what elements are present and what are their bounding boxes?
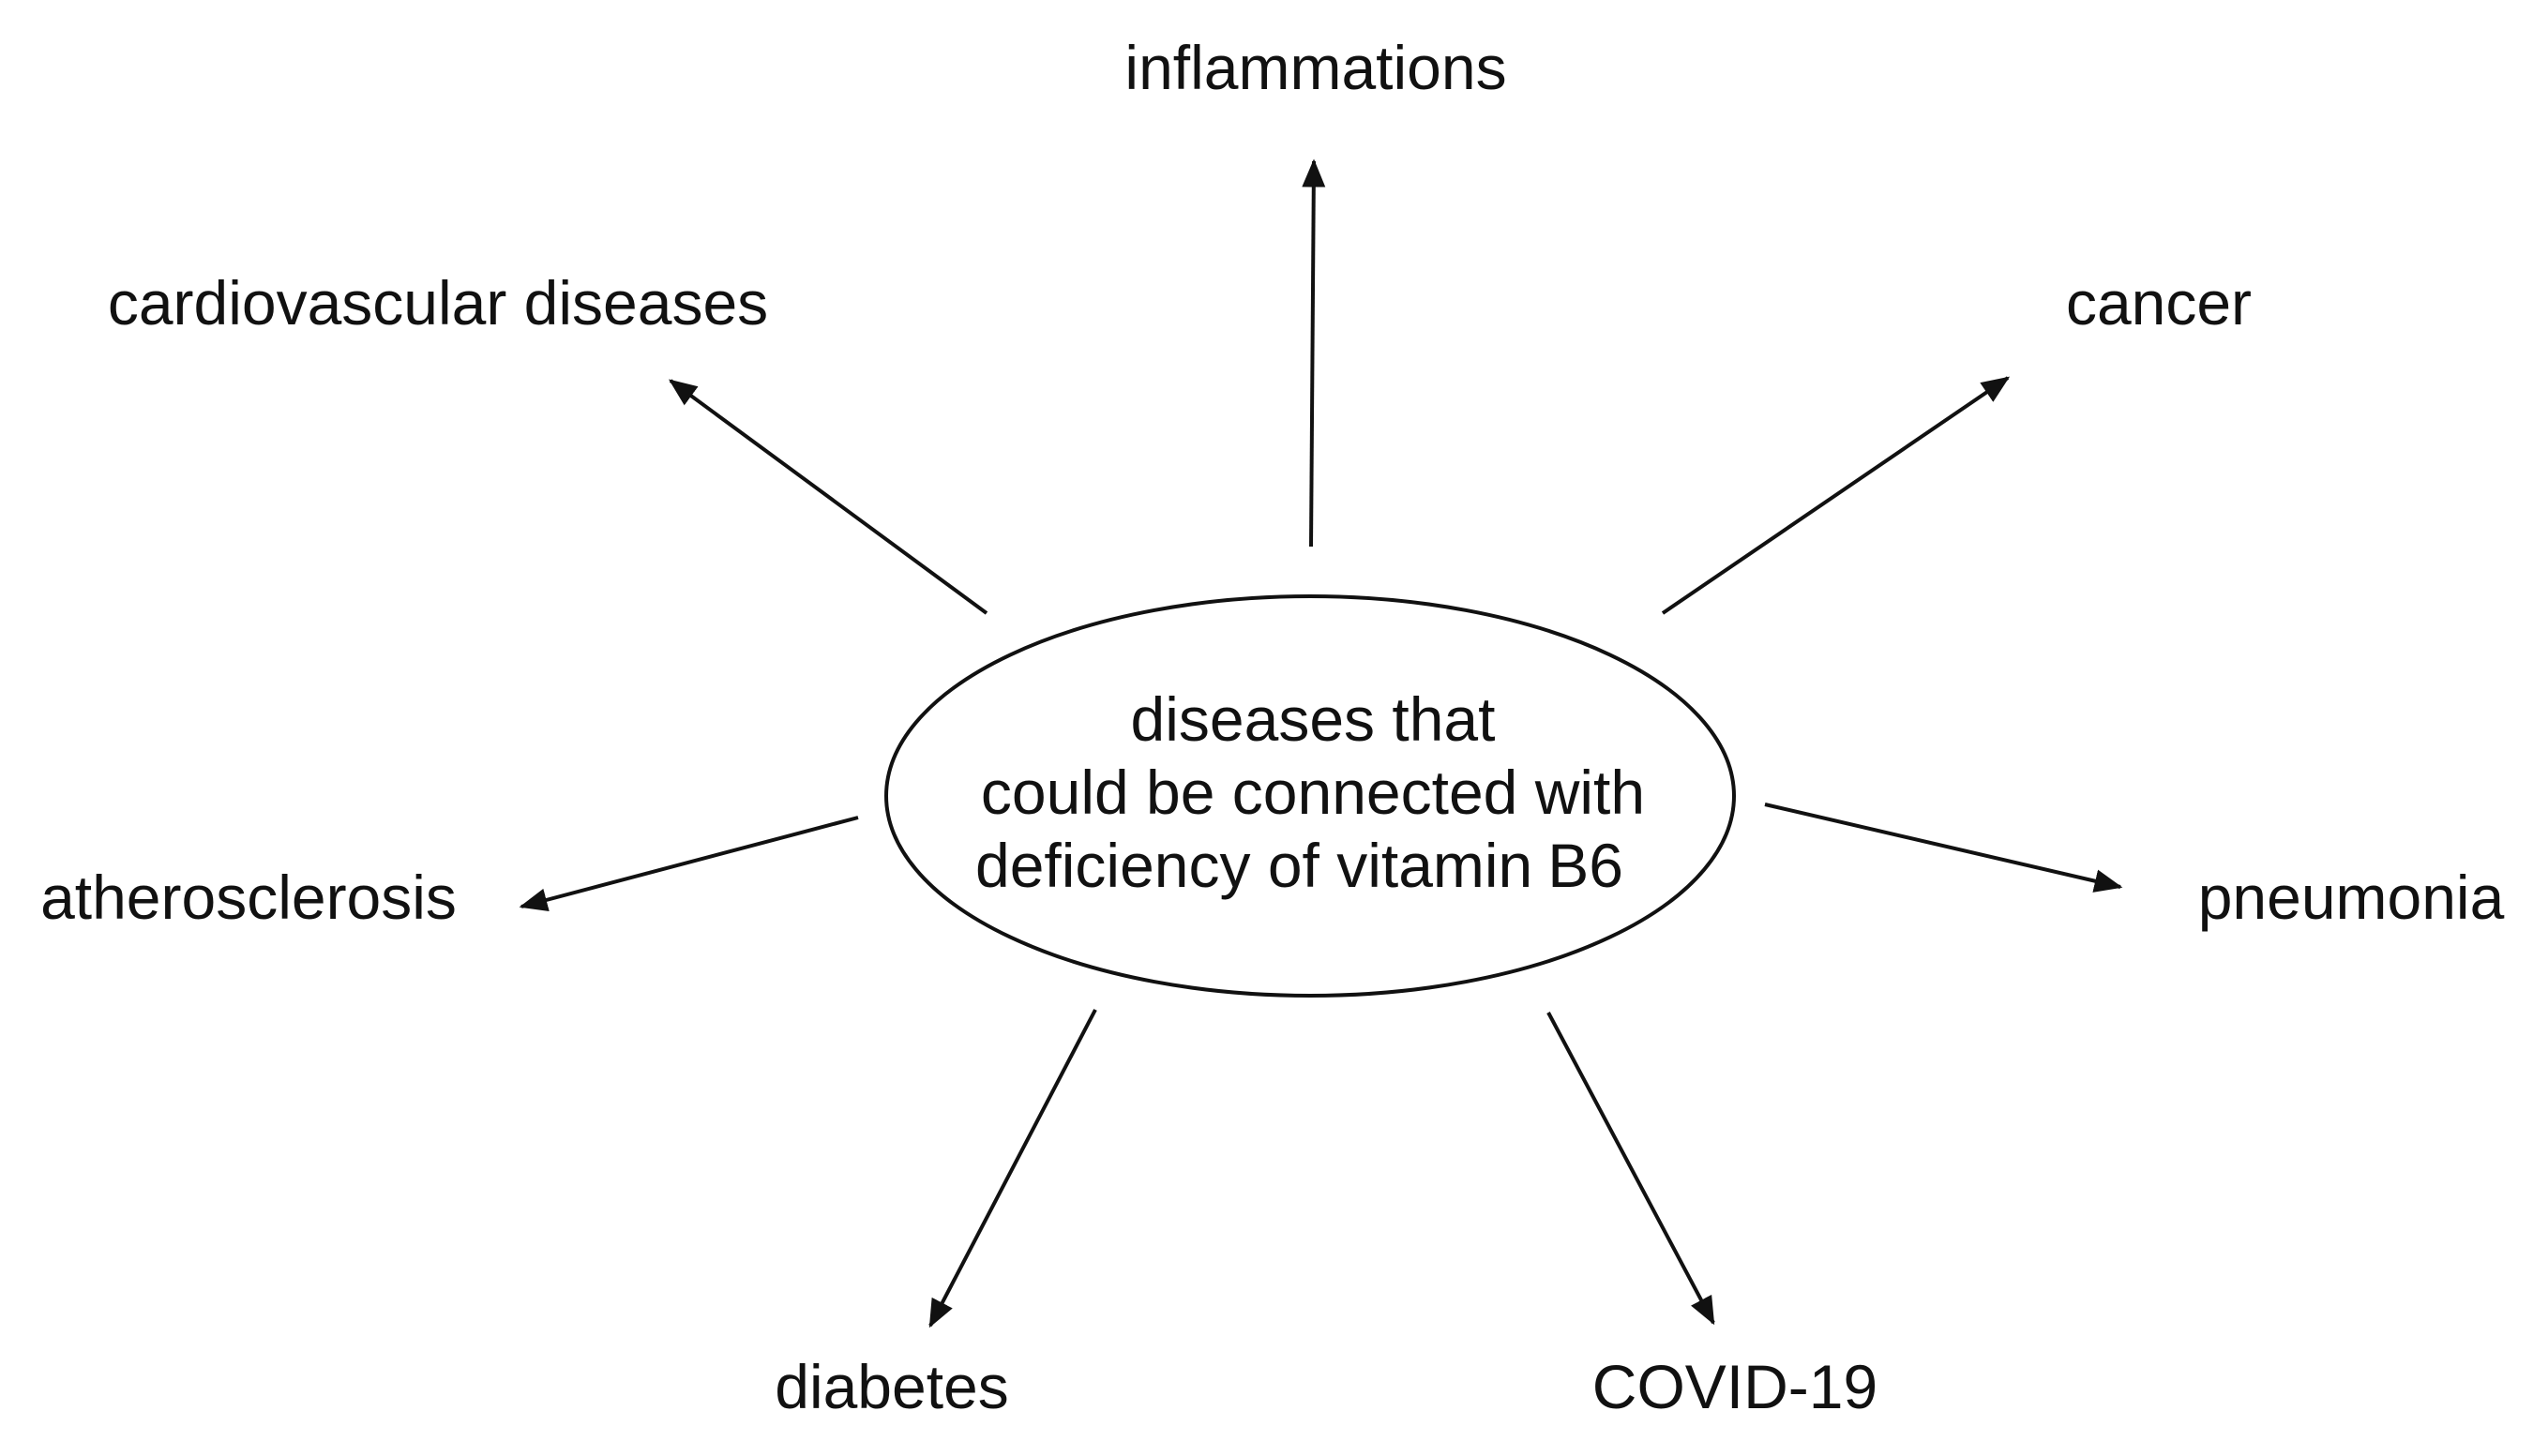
arrow-to-inflammations [1302,158,1326,548]
label-pneumonia: pneumonia [2198,863,2505,932]
label-covid-19: COVID-19 [1592,1352,1877,1421]
arrow-to-pneumonia [1764,803,2123,893]
center-ellipse [884,594,1736,998]
arrow-to-covid-19 [1546,1012,1715,1326]
arrow-to-cardiovascular-diseases [668,379,988,615]
center-text-line-3-main: deficiency of vitamin [975,831,1532,900]
label-cancer: cancer [2066,268,2252,338]
label-atherosclerosis: atherosclerosis [40,863,457,932]
arrow-to-atherosclerosis [519,816,859,912]
center-text-b6: B6 [1547,831,1623,900]
label-diabetes: diabetes [775,1352,1009,1421]
arrow-to-diabetes [928,1009,1097,1328]
label-cardiovascular-diseases: cardiovascular diseases [108,268,768,338]
label-inflammations: inflammations [1124,33,1506,102]
center-text-line-1: diseases that [1131,684,1496,754]
center-text-line-2: could be connected with [981,758,1645,827]
arrow-to-cancer [1661,376,2011,615]
